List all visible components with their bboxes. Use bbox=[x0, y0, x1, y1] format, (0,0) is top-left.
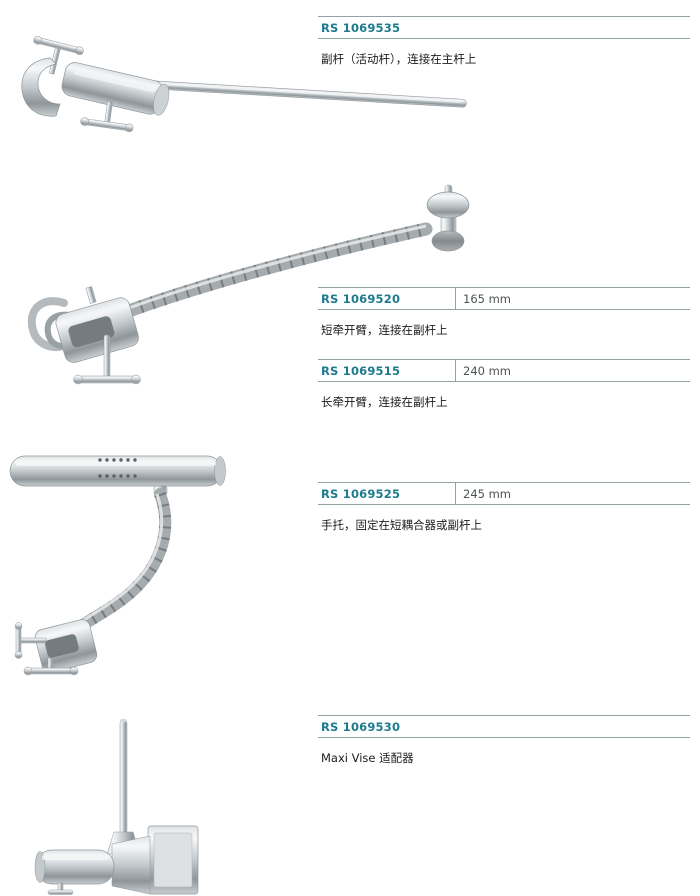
dimension-value: 240 mm bbox=[455, 360, 690, 381]
locking-knob bbox=[47, 882, 74, 895]
part-number: RS 1069525 bbox=[321, 486, 401, 501]
clamp-body bbox=[61, 62, 170, 116]
perforated-strap bbox=[98, 458, 137, 478]
spec-table-row: RS 1069520 165 mm bbox=[318, 287, 690, 310]
hand-rest-image bbox=[9, 455, 226, 676]
spec-table-row: RS 1069525 245 mm bbox=[318, 482, 690, 505]
part-number: RS 1069530 bbox=[321, 719, 401, 734]
vise-block bbox=[147, 825, 199, 895]
spec-table-row: RS 1069515 240 mm bbox=[318, 359, 690, 382]
part-number: RS 1069520 bbox=[321, 291, 401, 306]
spec-block-short-arm: RS 1069520 165 mm 短牵开臂，连接在副杆上 bbox=[318, 287, 690, 338]
product-description: 短牵开臂，连接在副杆上 bbox=[321, 323, 448, 337]
round-clamp-end bbox=[426, 184, 470, 252]
t-screw-bottom bbox=[23, 657, 79, 676]
product-description: 长牵开臂，连接在副杆上 bbox=[321, 395, 448, 409]
spec-table-row: RS 1069530 bbox=[318, 715, 690, 738]
clamp-body bbox=[34, 619, 98, 673]
aux-rod-image bbox=[21, 36, 467, 133]
horizontal-tube bbox=[9, 455, 226, 487]
gooseneck-tube bbox=[62, 488, 172, 646]
cylinder-left bbox=[34, 835, 151, 895]
clamp-bracket bbox=[21, 57, 61, 117]
maxi-vise-image bbox=[34, 718, 199, 895]
gooseneck-ribs bbox=[115, 222, 428, 322]
t-screw-top bbox=[33, 36, 84, 75]
dimension-value: 165 mm bbox=[455, 288, 690, 309]
t-screw-left bbox=[14, 622, 47, 659]
product-description: 手托，固定在短耦合器或副杆上 bbox=[321, 518, 482, 532]
vertical-rod bbox=[119, 718, 128, 837]
gooseneck-highlight bbox=[64, 493, 164, 638]
part-number: RS 1069535 bbox=[321, 20, 401, 35]
spec-block-aux-rod: RS 1069535 副杆（活动杆），连接在主杆上 bbox=[318, 16, 690, 67]
hook-outer bbox=[27, 297, 70, 351]
t-handle bbox=[73, 286, 141, 385]
t-screw-bottom bbox=[80, 101, 134, 133]
dimension-value: 245 mm bbox=[455, 483, 690, 504]
spec-table-row: RS 1069535 bbox=[318, 16, 690, 39]
part-number: RS 1069515 bbox=[321, 363, 401, 378]
flexible-arm-image bbox=[27, 184, 470, 385]
spec-block-long-arm: RS 1069515 240 mm 长牵开臂，连接在副杆上 bbox=[318, 359, 690, 410]
spec-block-hand-rest: RS 1069525 245 mm 手托，固定在短耦合器或副杆上 bbox=[318, 482, 690, 533]
clamp-body bbox=[55, 297, 139, 363]
product-description: 副杆（活动杆），连接在主杆上 bbox=[321, 52, 477, 66]
spec-block-maxi-vise: RS 1069530 Maxi Vise 适配器 bbox=[318, 715, 690, 766]
gooseneck-highlight bbox=[117, 224, 427, 314]
product-description: Maxi Vise 适配器 bbox=[321, 751, 414, 765]
